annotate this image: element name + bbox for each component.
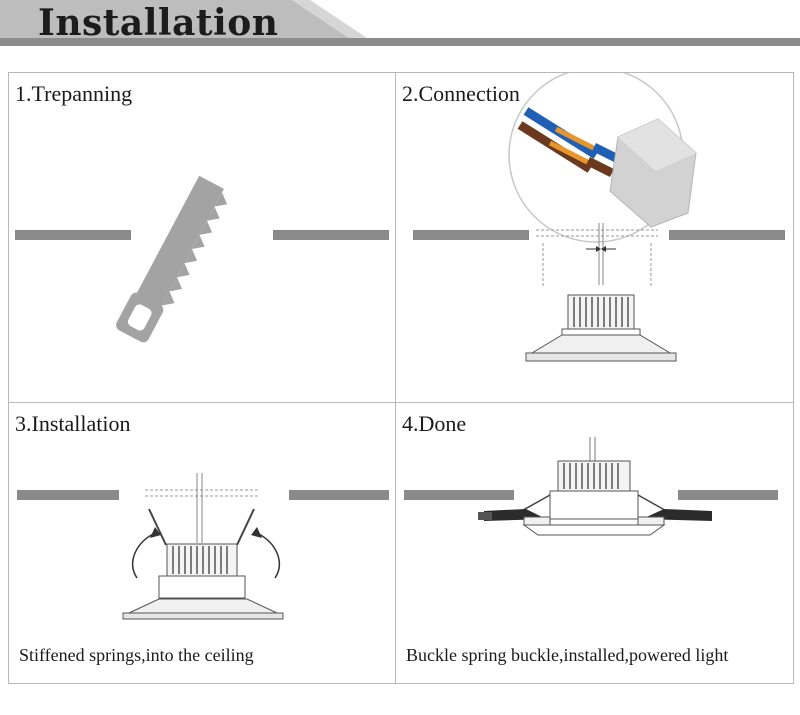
wire-connector-icon xyxy=(517,107,697,228)
header-banner: Installation xyxy=(0,0,800,60)
step-title: 4.Done xyxy=(402,411,467,436)
step-panel-done: 4.Done xyxy=(396,403,793,683)
step-caption: Buckle spring buckle,installed,powered l… xyxy=(406,645,729,665)
trepanning-illustration xyxy=(15,175,389,343)
ceiling-right xyxy=(669,230,785,240)
step-title: 1.Trepanning xyxy=(15,81,133,106)
step-panel-connection: 2.Connection xyxy=(396,73,793,403)
downlight-fixture-icon xyxy=(478,460,712,536)
saw-icon xyxy=(116,175,228,343)
downlight-fixture-icon xyxy=(525,294,677,362)
step-panel-installation: 3.Installation xyxy=(9,403,396,683)
steps-grid: 1.Trepanning 2.Connection xyxy=(8,72,794,684)
ceiling-right xyxy=(273,230,389,240)
step-title: 2.Connection xyxy=(402,81,520,106)
downlight-fixture-icon xyxy=(122,543,284,620)
installation-illustration xyxy=(17,473,389,620)
ceiling-left xyxy=(413,230,529,240)
done-illustration xyxy=(404,437,778,536)
connection-illustration xyxy=(413,73,785,362)
page-title: Installation xyxy=(38,2,279,44)
ceiling-left xyxy=(15,230,131,240)
step-caption: Stiffened springs,into the ceiling xyxy=(19,645,254,665)
step-title: 3.Installation xyxy=(15,411,131,436)
banner-graphic xyxy=(0,0,800,46)
ceiling-right xyxy=(289,490,389,500)
spring-arrow-icon xyxy=(132,532,280,579)
step-panel-trepanning: 1.Trepanning xyxy=(9,73,396,403)
ceiling-left xyxy=(17,490,119,500)
ceiling-left xyxy=(404,490,514,500)
ceiling-right xyxy=(678,490,778,500)
